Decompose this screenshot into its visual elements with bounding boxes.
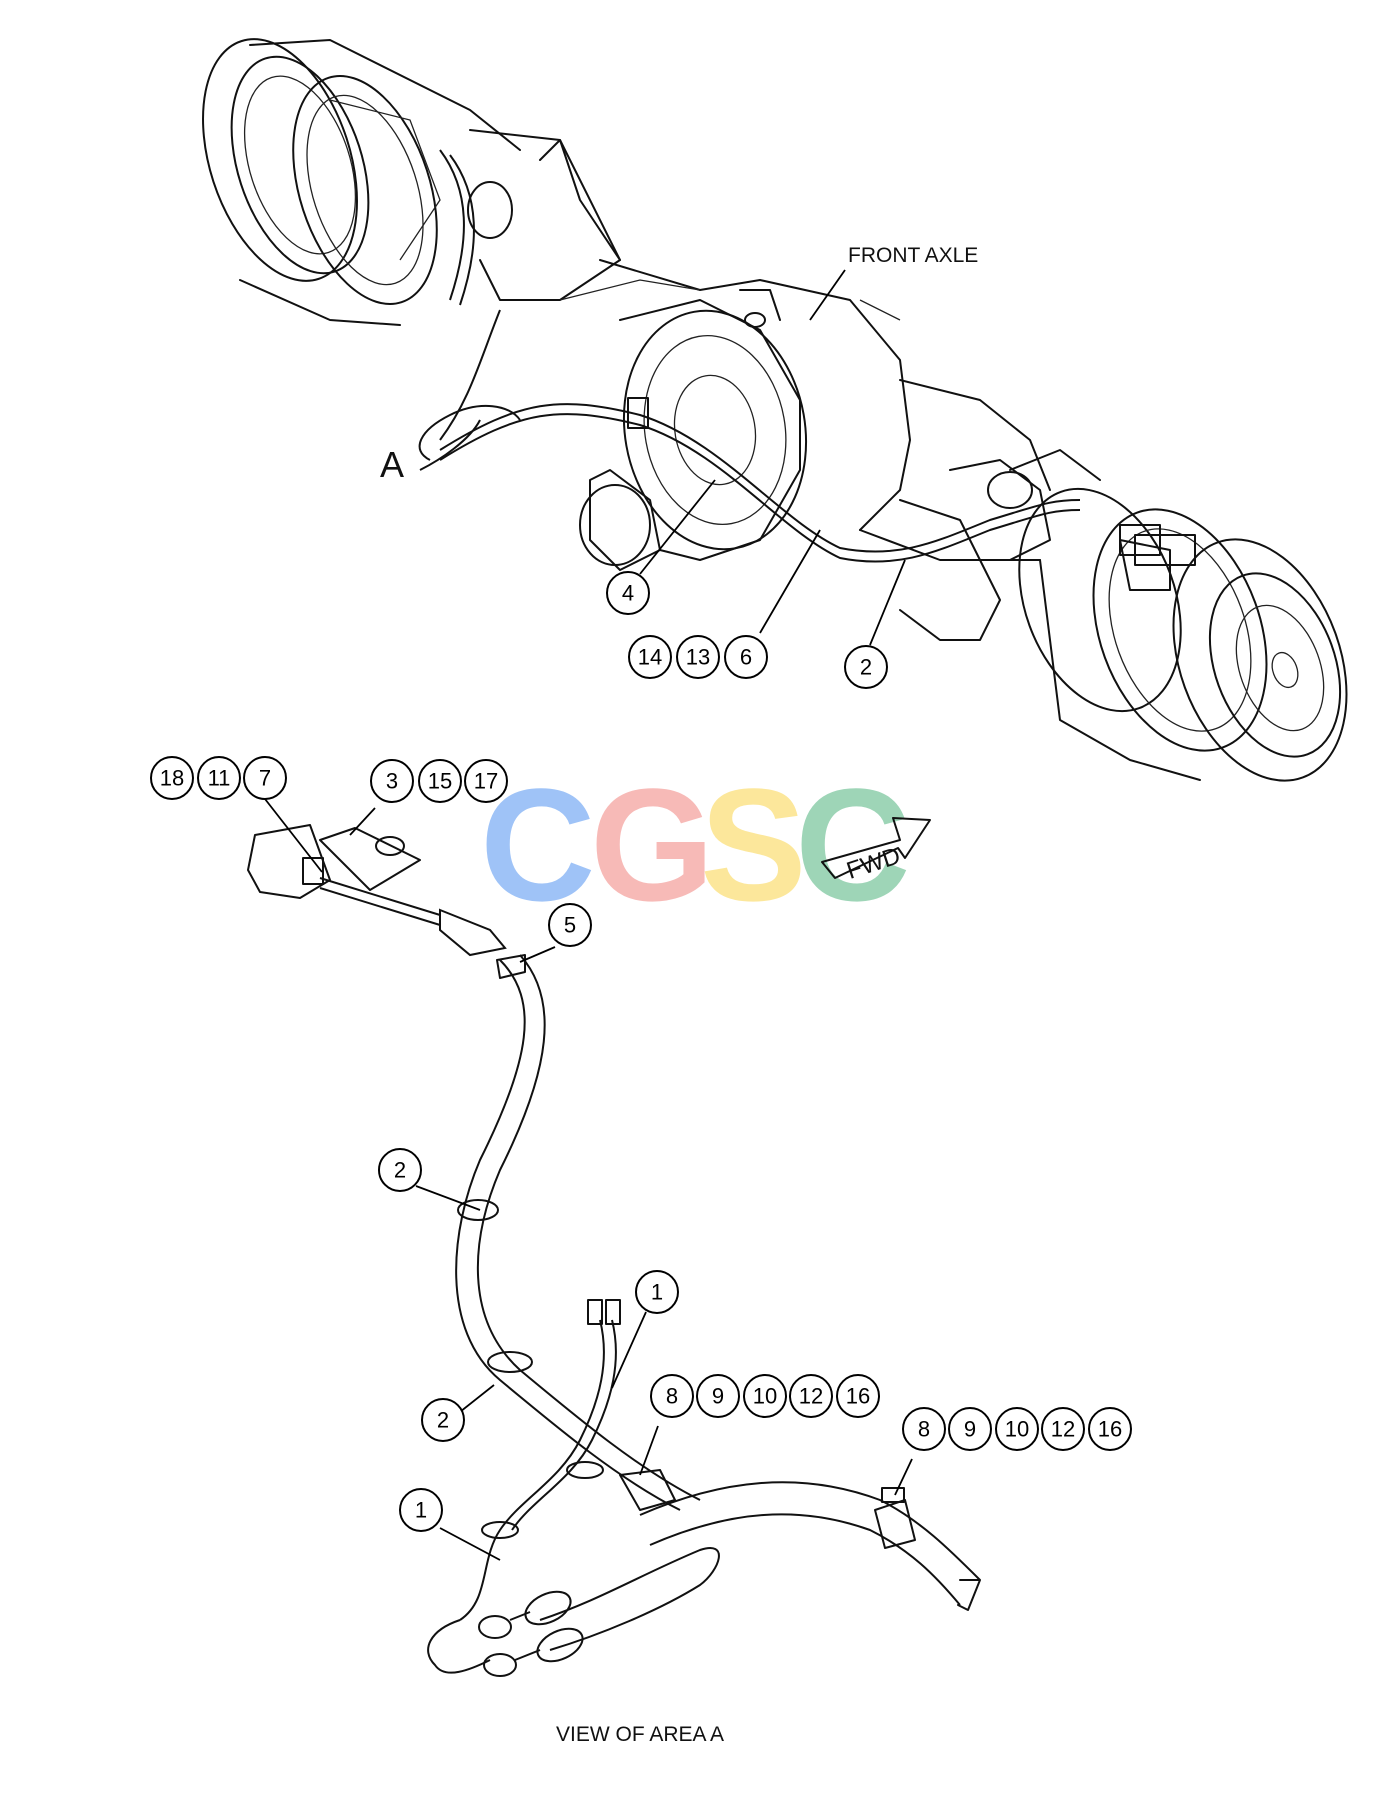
callout-7: 7: [243, 756, 287, 800]
svg-text:10: 10: [1005, 1417, 1029, 1442]
svg-text:5: 5: [564, 913, 576, 938]
svg-text:2: 2: [860, 655, 872, 680]
view-caption: VIEW OF AREA A: [556, 1723, 724, 1746]
svg-text:15: 15: [428, 769, 452, 794]
callout-15: 15: [418, 759, 462, 803]
callout-13-top: 13: [676, 635, 720, 679]
svg-text:2: 2: [437, 1408, 449, 1433]
svg-text:13: 13: [686, 645, 710, 670]
svg-text:12: 12: [1051, 1417, 1075, 1442]
svg-text:6: 6: [740, 645, 752, 670]
callout-group1-10: 10: [743, 1374, 787, 1418]
area-a-marker: A: [380, 444, 404, 485]
svg-text:10: 10: [753, 1384, 777, 1409]
svg-text:8: 8: [918, 1417, 930, 1442]
callout-17: 17: [464, 759, 508, 803]
callout-3: 3: [370, 759, 414, 803]
callout-1-upper: 1: [635, 1270, 679, 1314]
callout-5: 5: [548, 903, 592, 947]
svg-text:2: 2: [394, 1158, 406, 1183]
right-wheel-hub: [1018, 487, 1348, 782]
svg-text:12: 12: [799, 1384, 823, 1409]
area-a-drawing: [247, 824, 981, 1677]
svg-text:18: 18: [160, 766, 184, 791]
callout-4-top: 4: [606, 571, 650, 615]
svg-text:1: 1: [415, 1498, 427, 1523]
svg-text:7: 7: [259, 766, 271, 791]
svg-text:4: 4: [622, 581, 634, 606]
svg-text:11: 11: [208, 766, 231, 791]
front-axle-label: FRONT AXLE: [848, 244, 978, 267]
callout-6-top: 6: [724, 635, 768, 679]
front-axle-drawing: FRONT AXLE A: [202, 38, 1348, 782]
callout-2-lower: 2: [421, 1398, 465, 1442]
callout-2-top: 2: [844, 645, 888, 689]
callout-group1-9: 9: [696, 1374, 740, 1418]
svg-text:G: G: [590, 755, 714, 934]
callout-group1-16: 16: [836, 1374, 880, 1418]
svg-text:16: 16: [1098, 1417, 1122, 1442]
callout-2-mid: 2: [378, 1148, 422, 1192]
axle-harness: [418, 149, 1196, 566]
callout-1-lower: 1: [399, 1488, 443, 1532]
svg-text:9: 9: [712, 1384, 724, 1409]
svg-text:17: 17: [474, 769, 498, 794]
callout-14-top: 14: [628, 635, 672, 679]
svg-text:1: 1: [651, 1280, 663, 1305]
top-leaders: [639, 479, 906, 646]
svg-text:9: 9: [964, 1417, 976, 1442]
left-wheel-hub: [202, 38, 521, 326]
svg-text:16: 16: [846, 1384, 870, 1409]
svg-text:14: 14: [638, 645, 662, 670]
svg-text:8: 8: [666, 1384, 678, 1409]
svg-text:C: C: [795, 755, 911, 934]
callout-group1-8: 8: [650, 1374, 694, 1418]
callout-group2-10: 10: [995, 1407, 1039, 1451]
axle-housing: [467, 129, 1101, 641]
callout-group2-16: 16: [1088, 1407, 1132, 1451]
callout-group2-9: 9: [948, 1407, 992, 1451]
callout-group2-12: 12: [1041, 1407, 1085, 1451]
svg-text:3: 3: [386, 769, 398, 794]
svg-text:S: S: [700, 755, 807, 934]
callout-group1-12: 12: [789, 1374, 833, 1418]
callout-group2-8: 8: [902, 1407, 946, 1451]
cgsc-watermark: C G S C: [480, 755, 911, 934]
callout-18: 18: [150, 756, 194, 800]
callout-11: 11: [197, 756, 241, 800]
